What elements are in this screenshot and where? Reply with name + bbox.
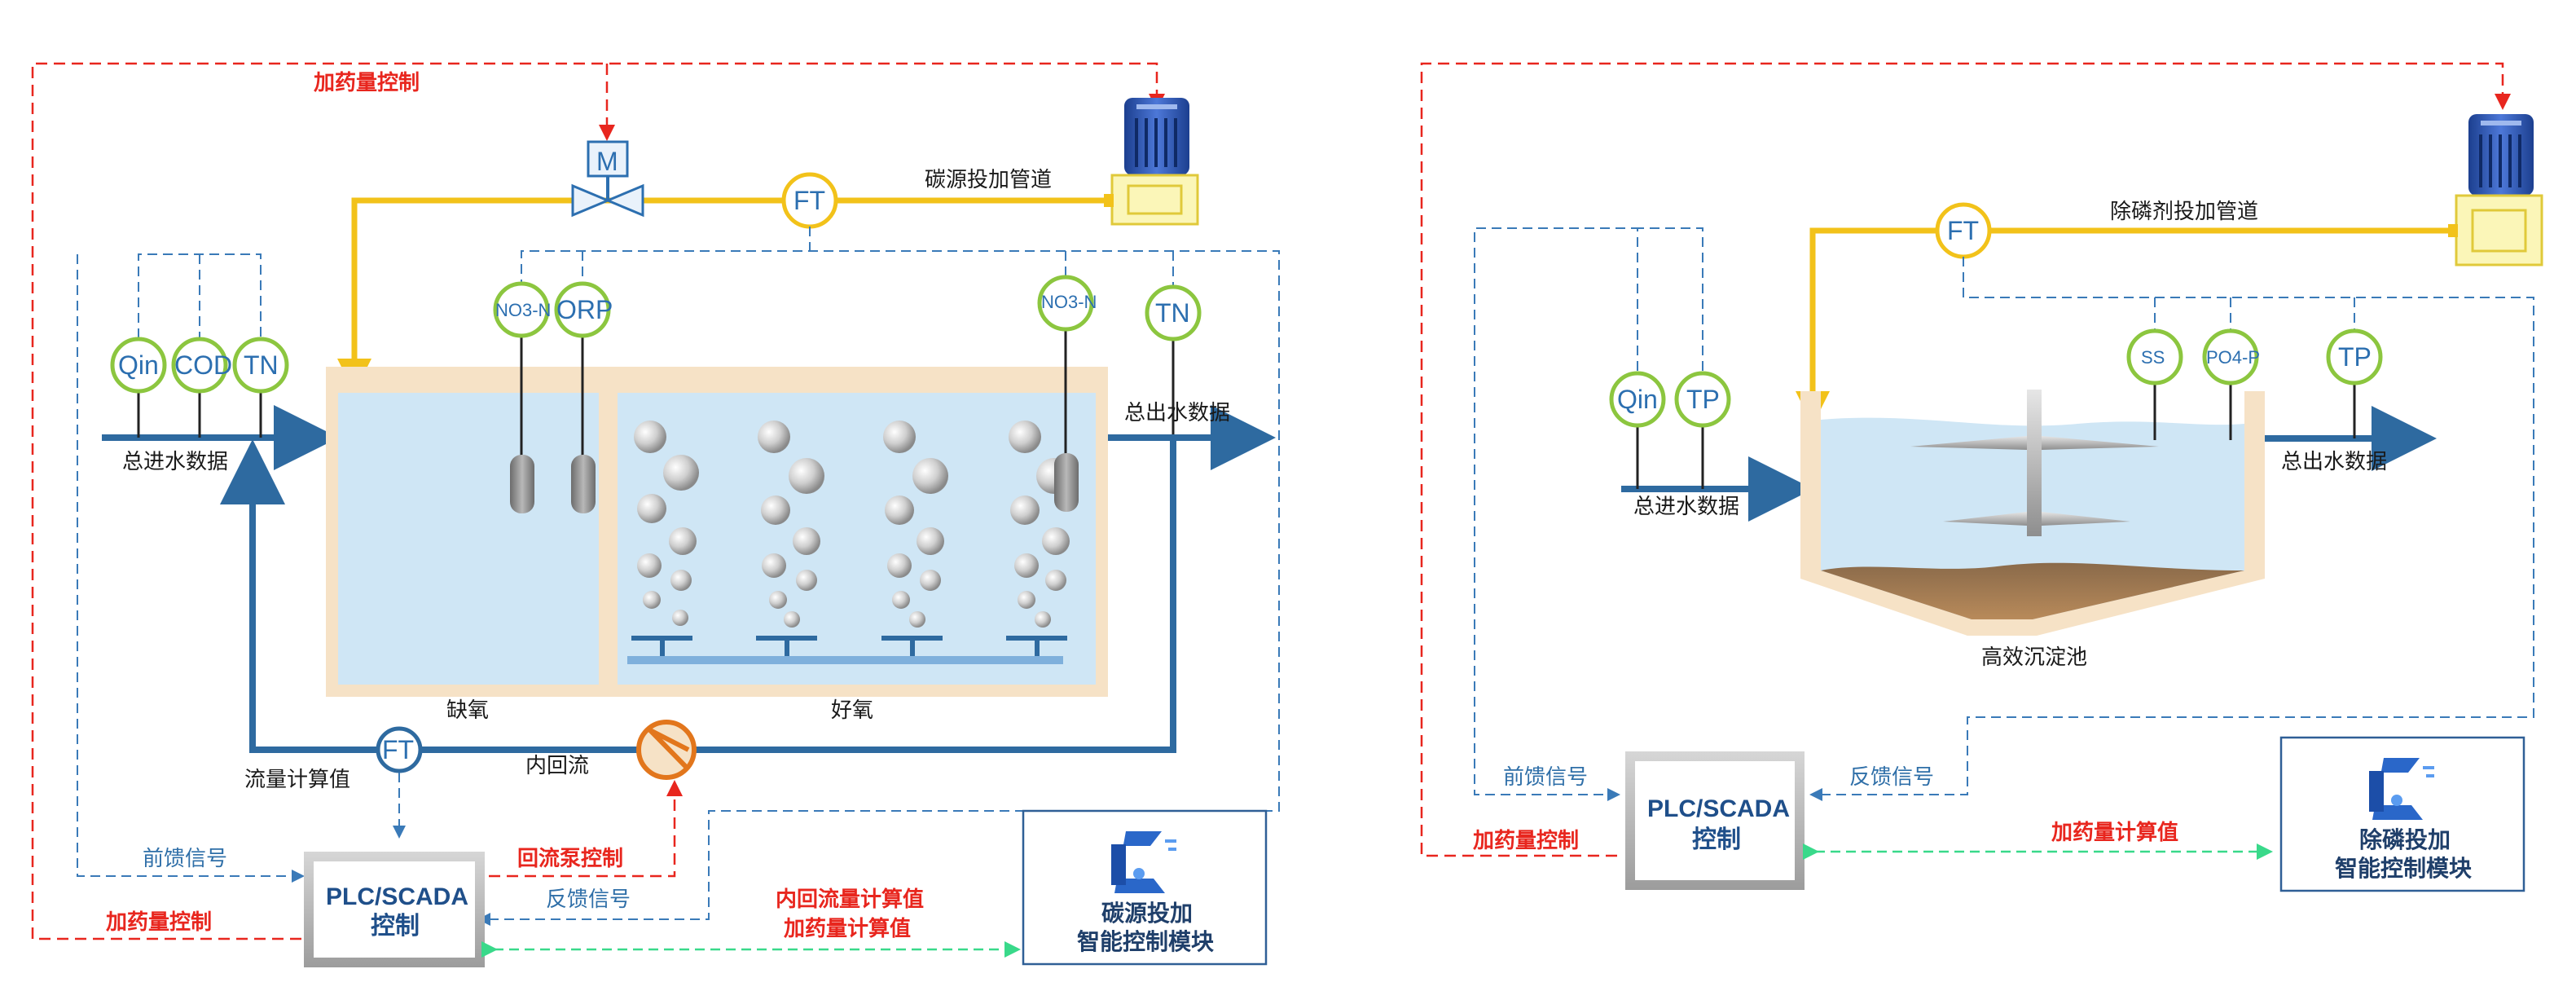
right-module-box: [2279, 736, 2525, 892]
left-feedback-label: 反馈信号: [546, 887, 631, 911]
aerobic-label: 好氧: [831, 698, 873, 722]
pump-control-line: [489, 780, 683, 878]
pump-control-label: 回流泵控制: [517, 846, 623, 870]
anoxic-label: 缺氧: [446, 698, 489, 722]
left-diagram: 加药量控制 碳源投加管道 M FT: [31, 62, 1280, 967]
right-inlet-sensor-qin: Qin: [1617, 385, 1658, 414]
mixer-icon: [1910, 390, 2159, 536]
left-tank-sensor-orp: ORP: [556, 295, 613, 324]
right-inlet-sensor-tp: TP: [1686, 385, 1720, 414]
left-plc-box: [304, 852, 485, 967]
right-dosing-control-label: 加药量控制: [1473, 828, 1579, 852]
right-outlet-label: 总出水数据: [2281, 449, 2387, 473]
right-plc-line2: 控制: [1692, 826, 1741, 853]
left-calc-line1: 内回流量计算值: [776, 887, 924, 911]
reflux-flowmeter: [376, 726, 423, 773]
left-calc-line2: 加药量计算值: [784, 916, 911, 940]
dosing-pump-icon: [1104, 98, 1199, 226]
left-outlet-sensor: [1145, 284, 1202, 341]
aeration-bubble-icon: [634, 421, 1072, 628]
right-tank-sensors: SS PO4-P: [2126, 328, 2260, 440]
phosphorus-pipe: [1796, 227, 2456, 425]
right-plc-box: [1625, 751, 1805, 890]
right-diagram: 加药量控制 FT 除磷剂投加管道 前馈信号: [1420, 62, 2543, 892]
left-module-line2: 智能控制模块: [1077, 929, 1214, 954]
right-feedback-label: 反馈信号: [1849, 764, 1934, 789]
clarifier-label: 高效沉淀池: [1981, 645, 2087, 669]
left-tank-sensor-no3: NO3-N: [495, 300, 551, 320]
right-outlet-sensor: [2326, 328, 2383, 385]
left-dosing-control-bottom: 加药量控制: [106, 910, 212, 934]
right-module-line1: 除磷投加: [2359, 826, 2451, 852]
right-dosing-calc-label: 加药量计算值: [2051, 820, 2178, 844]
left-aao-tank: [326, 367, 1108, 697]
right-dosing-pump-icon: [2448, 114, 2543, 266]
reflux-ft-label: FT: [382, 735, 414, 764]
left-module-box: [1022, 809, 1268, 966]
motor-valve-icon: [571, 140, 644, 218]
left-outlet-label: 总出水数据: [1124, 400, 1230, 425]
right-plc-line1: PLC/SCADA: [1647, 795, 1790, 822]
reflux-pump-icon: [636, 720, 697, 780]
left-inlet-sensor-qin: Qin: [118, 350, 159, 380]
valve-motor-label: M: [596, 147, 618, 176]
left-pipe-ft-label: FT: [793, 186, 825, 215]
left-tank-probes: NO3-N ORP NO3-N: [493, 275, 1097, 513]
right-feedforward-lines: [1474, 227, 1703, 801]
left-tank-sensor-no3-aerobic: NO3-N: [1041, 292, 1097, 312]
left-plc-line2: 控制: [371, 913, 420, 940]
right-pipe-ft-label: FT: [1947, 216, 1979, 245]
left-feedforward-lines: [77, 253, 305, 883]
carbon-pipe-label: 碳源投加管道: [925, 167, 1052, 192]
left-module-line1: 碳源投加: [1101, 901, 1193, 926]
left-dosing-control-top: 加药量控制: [314, 70, 420, 95]
phosphorus-pipe-label: 除磷剂投加管道: [2110, 199, 2258, 223]
right-module-line2: 智能控制模块: [2335, 856, 2472, 881]
left-inlet-sensor-tn: TN: [244, 350, 279, 380]
right-dosing-control-line: [1420, 62, 2511, 857]
module-logo-icon: [1111, 831, 1176, 893]
internal-reflux-pipe: [220, 438, 1176, 753]
right-tank-sensor-po4: PO4-P: [2206, 347, 2260, 368]
internal-reflux-label: 内回流: [525, 753, 589, 777]
left-inlet-sensor-cod: COD: [174, 350, 232, 380]
left-plc-line1: PLC/SCADA: [326, 883, 468, 910]
right-module-logo-icon: [2369, 758, 2434, 820]
left-dosing-control-line: [31, 62, 1165, 940]
right-feedback-lines: [1809, 257, 2534, 801]
right-inlet-sensors: Qin TP: [1609, 371, 1731, 489]
right-feedforward-label: 前馈信号: [1503, 764, 1588, 789]
left-feedforward-label: 前馈信号: [143, 846, 227, 870]
right-tank-sensor-ss: SS: [2141, 347, 2165, 368]
right-outlet-sensor-tp: TP: [2338, 342, 2372, 372]
left-inlet-sensors: Qin COD TN: [110, 337, 289, 438]
carbon-source-pipe: [337, 197, 1112, 393]
right-inlet-label: 总进水数据: [1633, 494, 1739, 518]
left-inlet-label: 总进水数据: [122, 449, 228, 473]
left-outlet-sensor-tn: TN: [1155, 298, 1190, 328]
flow-calc-label: 流量计算值: [244, 767, 350, 791]
